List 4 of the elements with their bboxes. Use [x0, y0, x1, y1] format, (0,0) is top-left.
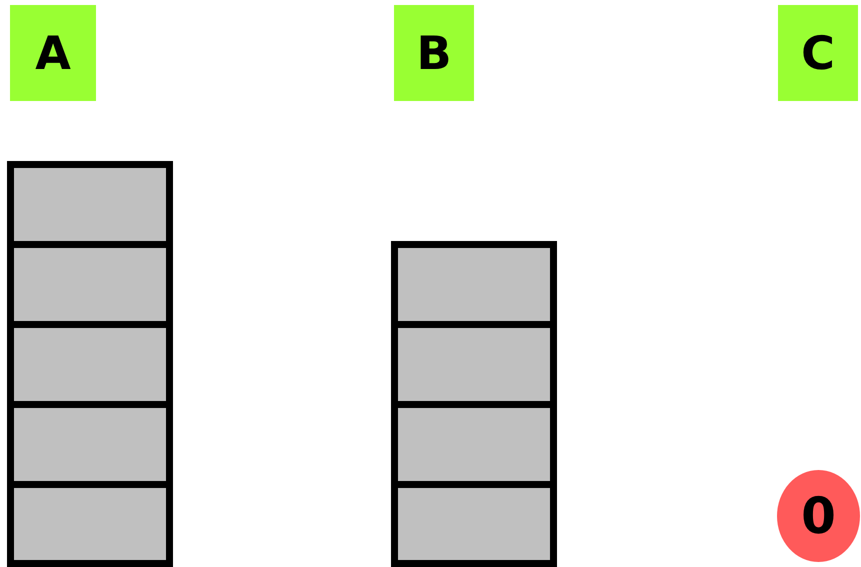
counter-circle: 0 [777, 470, 860, 562]
column-label: C [778, 5, 858, 101]
column-label: A [10, 5, 96, 101]
column-label: B [394, 5, 474, 101]
